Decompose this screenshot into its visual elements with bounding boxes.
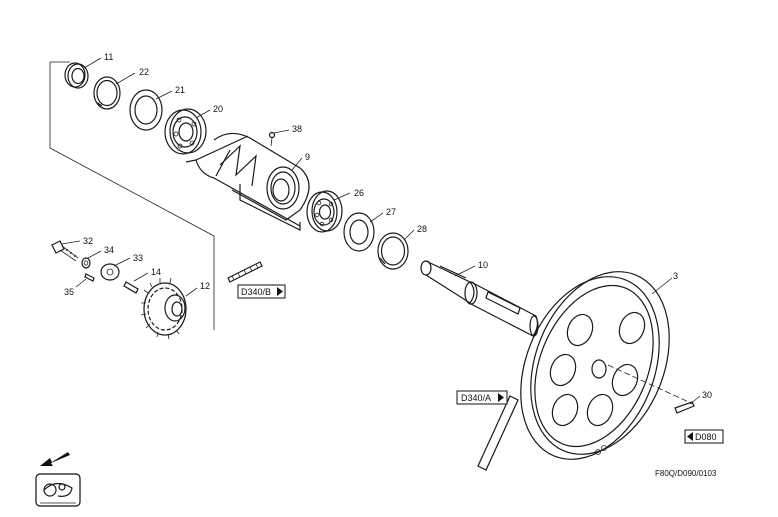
part-10-shaft[interactable]: [420, 260, 539, 337]
label-part-21: 21: [175, 85, 185, 95]
part-32-bolt[interactable]: [51, 240, 79, 262]
part-3-pulley[interactable]: [495, 251, 695, 480]
drive-belt-segment: [477, 395, 519, 471]
label-part-33: 33: [133, 253, 143, 263]
label-part-26: 26: [354, 188, 364, 198]
drive-chain-segment: [227, 261, 263, 283]
label-part-3: 3: [673, 271, 678, 281]
label-part-9: 9: [305, 152, 310, 162]
assembly-frame-panel: [49, 61, 215, 330]
label-part-30: 30: [702, 390, 712, 400]
diagram-code: F80Q/D090/0103: [655, 469, 717, 478]
part-22-circlip[interactable]: [93, 76, 121, 110]
part-21-washer[interactable]: [129, 89, 163, 131]
label-part-11: 11: [104, 52, 113, 62]
label-part-28: 28: [417, 224, 427, 234]
arrow-right-icon: [277, 287, 283, 296]
ref-d340b-link[interactable]: D340/B: [237, 284, 286, 299]
part-38-grease-nipple[interactable]: [268, 131, 276, 147]
label-part-38: 38: [292, 124, 302, 134]
part-33-lock-plate[interactable]: [100, 263, 120, 281]
label-part-14: 14: [151, 267, 161, 277]
part-34-washer[interactable]: [81, 257, 91, 269]
ref-d080-link[interactable]: D080: [684, 429, 724, 444]
part-26-bearing[interactable]: [306, 190, 343, 233]
part-30-key[interactable]: [674, 401, 695, 414]
ref-d340a-text: D340/A: [461, 393, 491, 403]
label-part-22: 22: [139, 67, 149, 77]
label-part-27: 27: [386, 207, 396, 217]
part-11-seal-ring[interactable]: [64, 62, 89, 89]
ref-d340b-text: D340/B: [241, 287, 271, 297]
part-12-sprocket[interactable]: [140, 277, 187, 340]
arrow-left-icon: [687, 432, 693, 441]
arrow-down-left-icon: [40, 452, 70, 466]
leader-lines: [61, 57, 701, 405]
part-14-key[interactable]: [123, 281, 139, 294]
label-part-12: 12: [200, 281, 210, 291]
ref-d080-text: D080: [695, 432, 717, 442]
machine-thumbnail-icon[interactable]: [35, 473, 81, 507]
ref-d340a-link[interactable]: D340/A: [456, 390, 508, 405]
label-part-32: 32: [83, 236, 93, 246]
part-28-circlip[interactable]: [377, 232, 409, 270]
label-part-35: 35: [64, 287, 74, 297]
part-20-bearing[interactable]: [164, 108, 207, 155]
part-27-washer[interactable]: [343, 212, 375, 252]
part-number-labels: 11 22 21 20 38 9 26 27 28 10 3 32 34 33 …: [64, 52, 712, 400]
arrow-right-icon: [498, 393, 504, 402]
part-9-bearing-housing[interactable]: [185, 132, 310, 231]
part-35-pin[interactable]: [84, 273, 95, 282]
label-part-34: 34: [104, 245, 114, 255]
label-part-10: 10: [478, 260, 488, 270]
label-part-20: 20: [213, 104, 223, 114]
